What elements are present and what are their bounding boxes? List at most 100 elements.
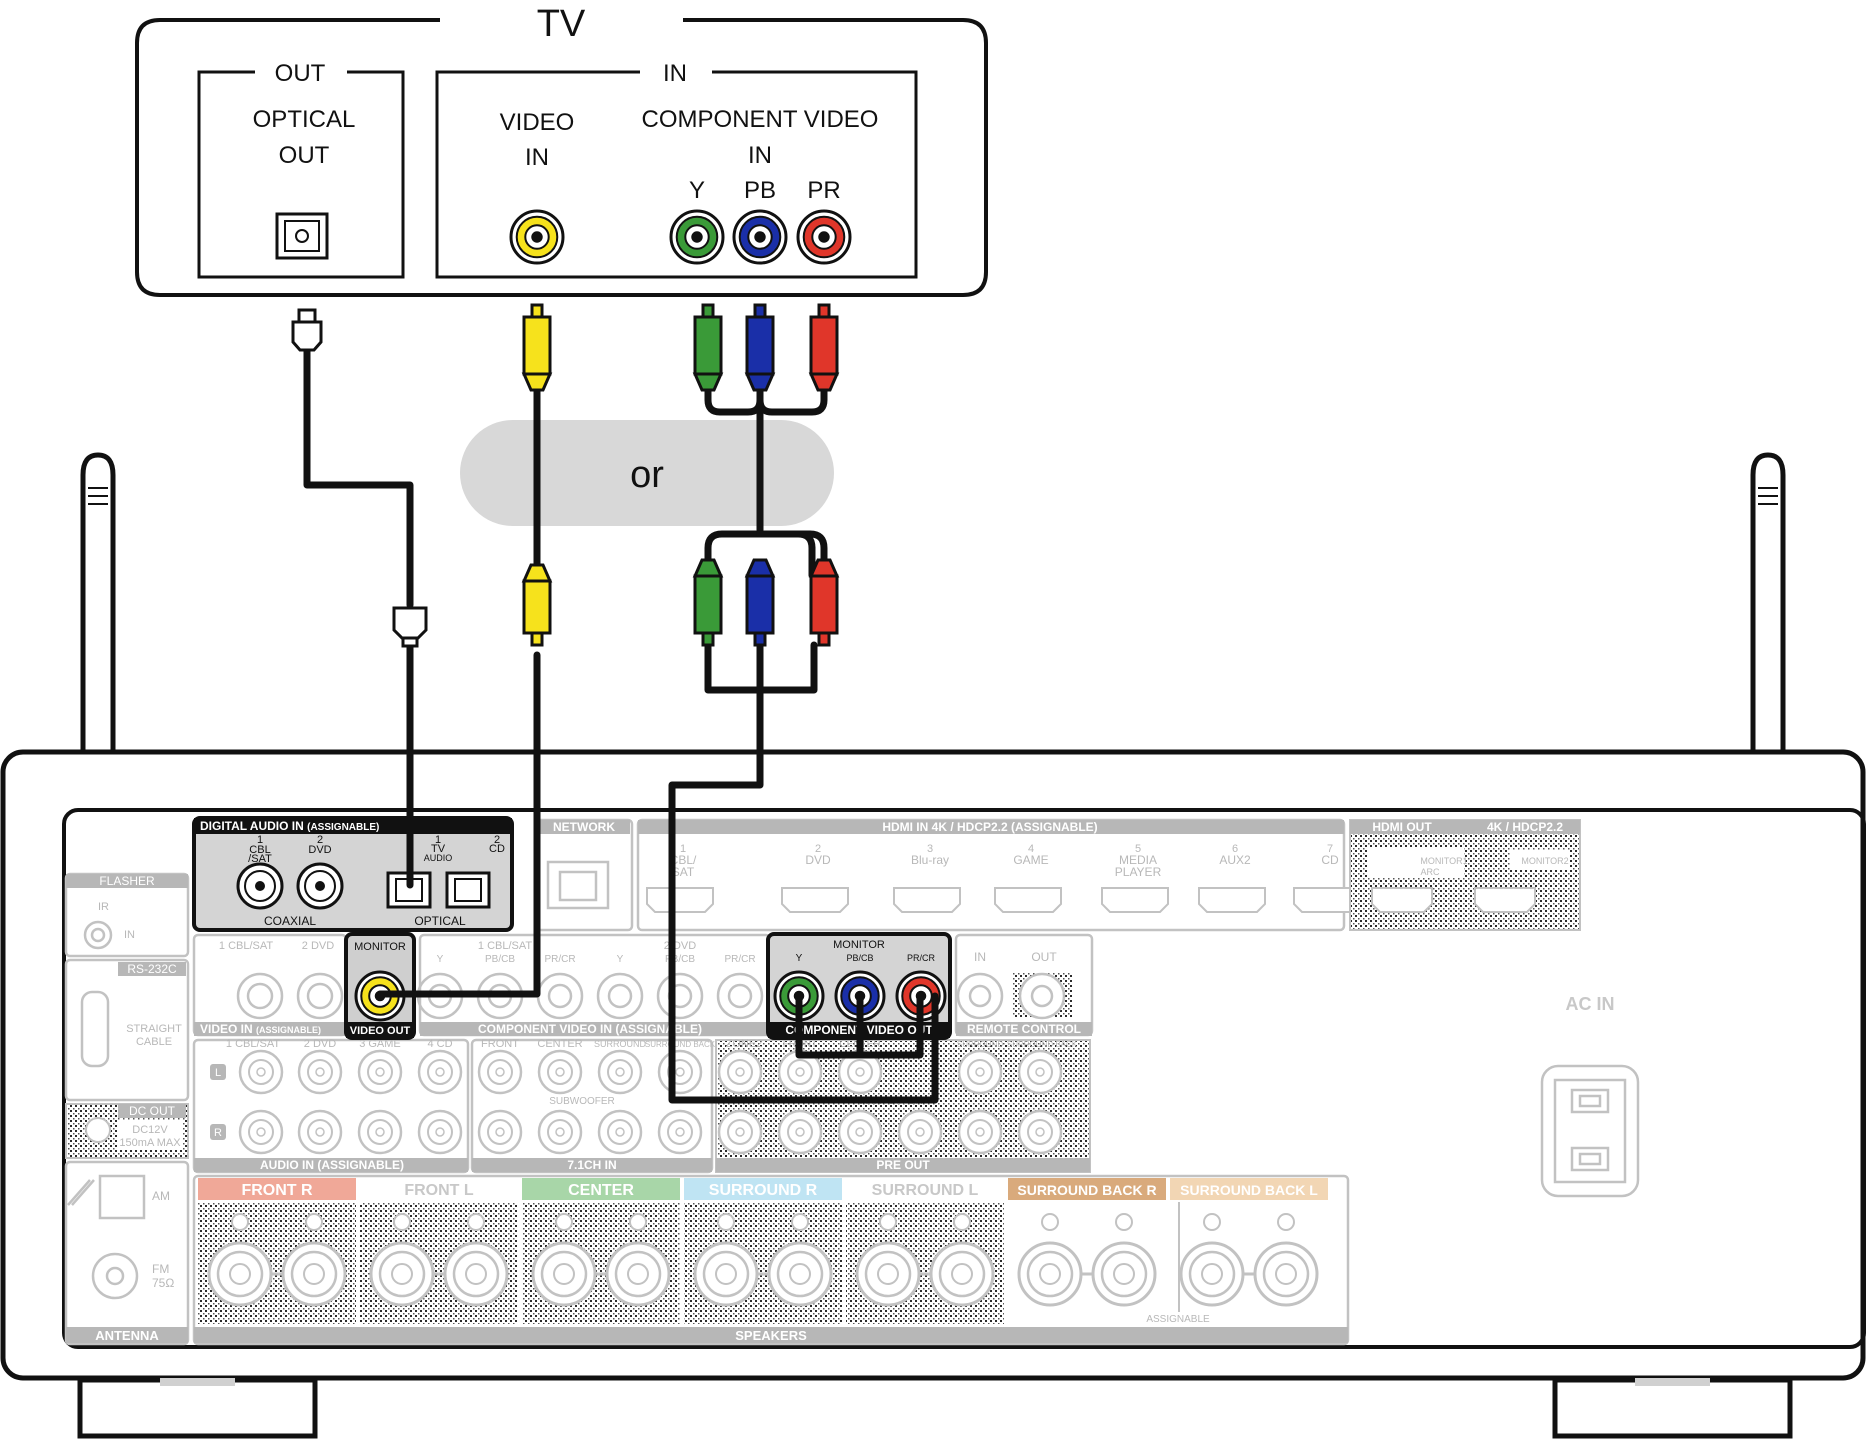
hdmi-in-port[interactable]	[893, 887, 961, 913]
tv-component-in-line2: IN	[748, 142, 772, 169]
rs232c-port[interactable]	[80, 990, 110, 1068]
coax2-name: DVD	[308, 844, 331, 856]
fm-jack[interactable]	[91, 1252, 139, 1300]
hdmi-in-port[interactable]	[1198, 887, 1266, 913]
hdmi-in-port[interactable]	[781, 887, 849, 913]
coax2-num: 2	[317, 834, 323, 846]
rca-jack[interactable]	[357, 1049, 403, 1095]
speaker-header	[684, 1178, 842, 1200]
hdmi-in-name: GAME	[1013, 853, 1048, 867]
audio-in-panel: 1 CBL/SAT 2 DVD 3 GAME 4 CD L R AUDIO IN…	[192, 1038, 470, 1174]
fm-label: FM	[152, 1262, 169, 1276]
rca-jack[interactable]	[657, 1109, 703, 1155]
rca-jack[interactable]	[297, 1109, 343, 1155]
video-in-jack-1[interactable]	[236, 972, 284, 1020]
comp-mon-pr: PR/CR	[907, 953, 936, 963]
rc-out-label: OUT	[1031, 950, 1057, 964]
opt1-num: 1	[435, 834, 441, 846]
monitor-label: MONITOR	[354, 941, 406, 953]
rca-jack[interactable]	[477, 1109, 523, 1155]
network-port[interactable]	[546, 860, 610, 910]
hdmi-in-name: Blu-ray	[911, 853, 949, 867]
rc-in-jack[interactable]	[956, 972, 1004, 1020]
dc-out-jack[interactable]	[85, 1117, 111, 1143]
comp-in-jack[interactable]	[656, 972, 704, 1020]
comp-in-ch-label: PR/CR	[544, 954, 575, 965]
hdmi-out-monitor1-port[interactable]	[1371, 887, 1433, 913]
comp-mon-y: Y	[796, 953, 803, 964]
hdmi-in-num: 1	[680, 843, 686, 855]
rca-jack[interactable]	[537, 1109, 583, 1155]
ch71-in-label: 7.1CH IN	[567, 1158, 616, 1172]
rca-jack[interactable]	[957, 1109, 1003, 1155]
coax1-num: 1	[257, 834, 263, 846]
spk-assignable-label: ASSIGNABLE	[1146, 1314, 1210, 1325]
ch71-front: FRONT	[481, 1038, 519, 1050]
remote-control-label: REMOTE CONTROL	[967, 1022, 1081, 1036]
comp-in-ch-label: PR/CR	[724, 954, 755, 965]
video-plug-receiver	[521, 563, 553, 583]
component-pb-plug-receiver	[744, 558, 776, 578]
ir-label: IR	[98, 901, 109, 913]
coax1-name2: /SAT	[248, 853, 272, 865]
opt1-name: TV	[431, 843, 446, 855]
left-antenna	[68, 452, 128, 837]
rca-jack[interactable]	[597, 1049, 643, 1095]
rca-jack[interactable]	[837, 1109, 883, 1155]
hdmi-in-name: DVD	[805, 853, 831, 867]
svg-text:VIDEO IN (ASSIGNABLE): VIDEO IN (ASSIGNABLE)	[200, 1022, 321, 1036]
fm-ohm-label: 75Ω	[152, 1276, 174, 1290]
video-in-1-label: 1 CBL/SAT	[219, 940, 273, 952]
tv-video-in-line1: VIDEO	[500, 109, 575, 136]
or-indicator: or	[460, 420, 834, 526]
video-in-2-label: 2 DVD	[302, 940, 334, 952]
rca-jack[interactable]	[238, 1109, 284, 1155]
dc-out-label: DC OUT	[129, 1104, 176, 1118]
opt1-name2: AUDIO	[424, 853, 453, 863]
rca-jack[interactable]	[417, 1049, 463, 1095]
rca-jack[interactable]	[238, 1049, 284, 1095]
rca-jack[interactable]	[777, 1109, 823, 1155]
rca-jack[interactable]	[297, 1049, 343, 1095]
rs232c-panel: RS-232C STRAIGHT CABLE	[64, 958, 190, 1102]
ir-jack[interactable]	[83, 920, 113, 950]
cable	[376, 651, 541, 998]
coax1-name: CBL	[249, 844, 270, 856]
rca-jack[interactable]	[417, 1109, 463, 1155]
hdmi-in-name: AUX2	[1219, 853, 1251, 867]
ac-inlet[interactable]	[1540, 1064, 1640, 1198]
rca-jack[interactable]	[1017, 1049, 1063, 1095]
rc-out-jack[interactable]	[1018, 972, 1066, 1020]
comp-in-jack[interactable]	[596, 972, 644, 1020]
audio-in-2: 2 DVD	[304, 1038, 336, 1050]
rca-jack[interactable]	[357, 1109, 403, 1155]
rca-jack[interactable]	[717, 1049, 763, 1095]
rca-jack[interactable]	[657, 1049, 703, 1095]
hdmi-in-port[interactable]	[994, 887, 1062, 913]
tv-ch-pb: PB	[744, 177, 776, 204]
video-in-jack-2[interactable]	[296, 972, 344, 1020]
rca-jack[interactable]	[597, 1109, 643, 1155]
hdmi-out-monitor2-port[interactable]	[1474, 887, 1536, 913]
rca-jack[interactable]	[537, 1049, 583, 1095]
ac-in-label: AC IN	[1566, 994, 1615, 1014]
rca-jack[interactable]	[717, 1109, 763, 1155]
rca-jack[interactable]	[477, 1049, 523, 1095]
rca-jack[interactable]	[897, 1109, 943, 1155]
comp-in-jack[interactable]	[716, 972, 764, 1020]
pre-out-surround: SURROUND	[957, 1040, 1003, 1049]
speaker-label: SURROUND L	[872, 1182, 979, 1199]
audio-in-4: 4 CD	[427, 1038, 452, 1050]
opt2-name: CD	[489, 843, 505, 855]
speaker-header	[360, 1178, 518, 1200]
rca-jack[interactable]	[1017, 1109, 1063, 1155]
cables	[291, 303, 939, 1104]
hdmi-in-port[interactable]	[1101, 887, 1169, 913]
monitor1-label: MONITOR1	[1420, 856, 1467, 866]
ir-in-label: IN	[124, 929, 135, 941]
hdmi-in-port[interactable]	[646, 887, 714, 913]
rca-jack[interactable]	[957, 1049, 1003, 1095]
digital-audio-assignable: (ASSIGNABLE)	[307, 822, 379, 833]
comp-monitor-label: MONITOR	[833, 939, 885, 951]
speaker-header	[198, 1178, 356, 1200]
